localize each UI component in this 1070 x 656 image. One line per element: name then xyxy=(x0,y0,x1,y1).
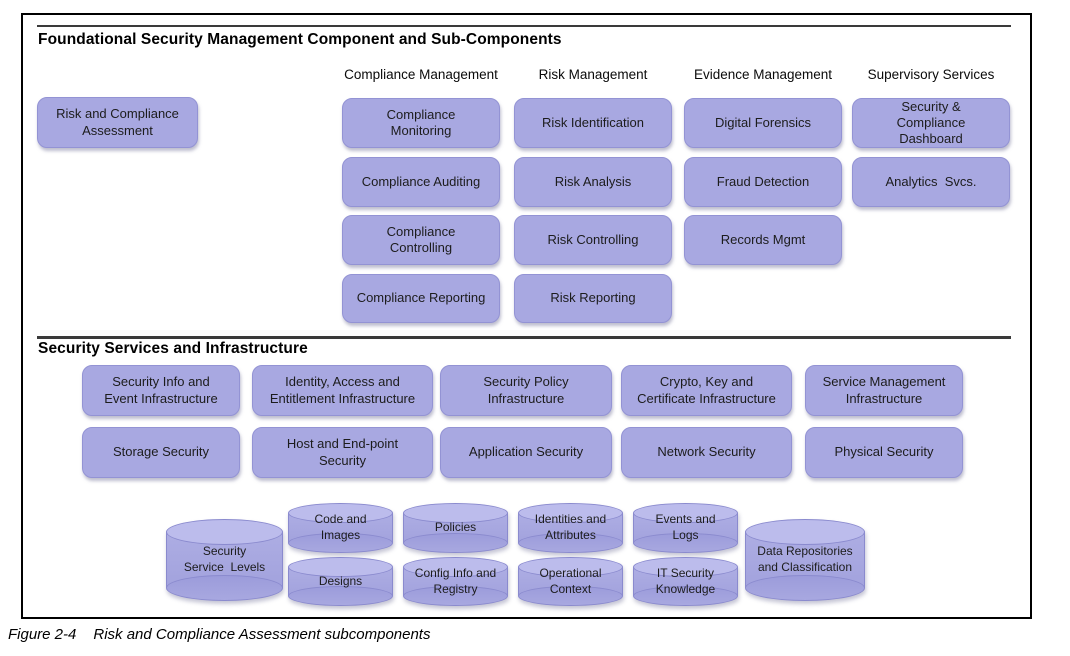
figure-caption: Figure 2-4 Risk and Compliance Assessmen… xyxy=(8,626,430,643)
column-header-supervisory-services: Supervisory Services xyxy=(867,67,995,82)
top-rule xyxy=(37,25,1011,27)
figure-caption-label: Figure 2-4 xyxy=(8,626,77,643)
cylinder-label: Policies xyxy=(434,520,477,535)
box-label: Risk Analysis xyxy=(554,173,632,189)
box-analytics-svcs: Analytics Svcs. xyxy=(852,157,1010,207)
cylinder-it-security-knowledge: IT Security Knowledge xyxy=(633,557,738,606)
top-section-title: Foundational Security Management Compone… xyxy=(38,31,562,48)
box-label: Compliance Controlling xyxy=(386,223,456,255)
cylinder-identities-attributes: Identities and Attributes xyxy=(518,503,623,553)
box-label: Digital Forensics xyxy=(714,114,812,130)
box-label: Risk Controlling xyxy=(547,231,639,247)
box-identity-access-entitlement-infrastructure: Identity, Access and Entitlement Infrast… xyxy=(252,365,433,416)
box-label: Application Security xyxy=(468,444,584,460)
box-service-management-infrastructure: Service Management Infrastructure xyxy=(805,365,963,416)
cylinder-label: Data Repositories and Classification xyxy=(757,544,853,574)
box-label: Fraud Detection xyxy=(716,173,810,189)
cylinder-label: Designs xyxy=(318,573,363,588)
box-label: Crypto, Key and Certificate Infrastructu… xyxy=(637,374,776,406)
cylinder-policies: Policies xyxy=(403,503,508,553)
box-crypto-key-certificate-infrastructure: Crypto, Key and Certificate Infrastructu… xyxy=(621,365,792,416)
box-risk-controlling: Risk Controlling xyxy=(514,215,672,265)
cylinder-events-logs: Events and Logs xyxy=(633,503,738,553)
box-label: Identity, Access and Entitlement Infrast… xyxy=(269,374,416,406)
box-label: Analytics Svcs. xyxy=(885,173,977,189)
cylinder-label: Identities and Attributes xyxy=(534,512,607,542)
box-security-policy-infrastructure: Security Policy Infrastructure xyxy=(440,365,612,416)
box-label: Storage Security xyxy=(112,444,210,460)
box-risk-identification: Risk Identification xyxy=(514,98,672,148)
box-label: Risk Identification xyxy=(542,114,644,130)
box-network-security: Network Security xyxy=(621,427,792,478)
cylinder-designs: Designs xyxy=(288,557,393,606)
column-header-evidence-management: Evidence Management xyxy=(693,67,833,82)
cylinder-label: Operational Context xyxy=(539,565,602,596)
cylinder-code-and-images: Code and Images xyxy=(288,503,393,553)
figure-caption-text: Risk and Compliance Assessment subcompon… xyxy=(93,626,431,643)
column-header-compliance-management: Compliance Management xyxy=(344,67,498,82)
box-compliance-auditing: Compliance Auditing xyxy=(342,157,500,207)
cylinder-label: Security Service Levels xyxy=(183,544,266,574)
box-compliance-monitoring: Compliance Monitoring xyxy=(342,98,500,148)
box-label: Records Mgmt xyxy=(720,231,806,247)
box-label: Security Info and Event Infrastructure xyxy=(104,374,218,406)
box-label: Compliance Monitoring xyxy=(386,106,456,138)
cylinder-label: Config Info and Registry xyxy=(414,565,497,596)
box-label: Security Policy Infrastructure xyxy=(483,374,569,406)
box-label: Network Security xyxy=(657,444,756,460)
section-divider xyxy=(37,336,1011,339)
box-label: Compliance Reporting xyxy=(356,290,486,306)
box-label: Risk and Compliance Assessment xyxy=(56,106,179,138)
box-security-compliance-dashboard: Security & Compliance Dashboard xyxy=(852,98,1010,148)
cylinder-operational-context: Operational Context xyxy=(518,557,623,606)
box-label: Host and End-point Security xyxy=(286,436,399,468)
box-records-mgmt: Records Mgmt xyxy=(684,215,842,265)
box-security-info-event-infrastructure: Security Info and Event Infrastructure xyxy=(82,365,240,416)
box-label: Compliance Auditing xyxy=(361,173,481,189)
box-risk-reporting: Risk Reporting xyxy=(514,274,672,323)
box-risk-and-compliance-assessment: Risk and Compliance Assessment xyxy=(37,97,198,148)
box-label: Risk Reporting xyxy=(550,290,636,306)
column-header-risk-management: Risk Management xyxy=(538,67,648,82)
box-compliance-controlling: Compliance Controlling xyxy=(342,215,500,265)
cylinder-label: IT Security Knowledge xyxy=(655,565,716,596)
box-digital-forensics: Digital Forensics xyxy=(684,98,842,148)
box-compliance-reporting: Compliance Reporting xyxy=(342,274,500,323)
box-application-security: Application Security xyxy=(440,427,612,478)
box-label: Physical Security xyxy=(834,444,934,460)
box-host-endpoint-security: Host and End-point Security xyxy=(252,427,433,478)
box-label: Security & Compliance Dashboard xyxy=(896,98,966,147)
box-label: Service Management Infrastructure xyxy=(822,374,946,406)
box-physical-security: Physical Security xyxy=(805,427,963,478)
infrastructure-section-title: Security Services and Infrastructure xyxy=(38,340,308,357)
cylinder-label: Code and Images xyxy=(314,512,367,542)
cylinder-data-repositories-classification: Data Repositories and Classification xyxy=(745,519,865,601)
cylinder-security-service-levels: Security Service Levels xyxy=(166,519,283,601)
box-risk-analysis: Risk Analysis xyxy=(514,157,672,207)
cylinder-label: Events and Logs xyxy=(655,512,716,542)
box-storage-security: Storage Security xyxy=(82,427,240,478)
box-fraud-detection: Fraud Detection xyxy=(684,157,842,207)
cylinder-config-info-registry: Config Info and Registry xyxy=(403,557,508,606)
